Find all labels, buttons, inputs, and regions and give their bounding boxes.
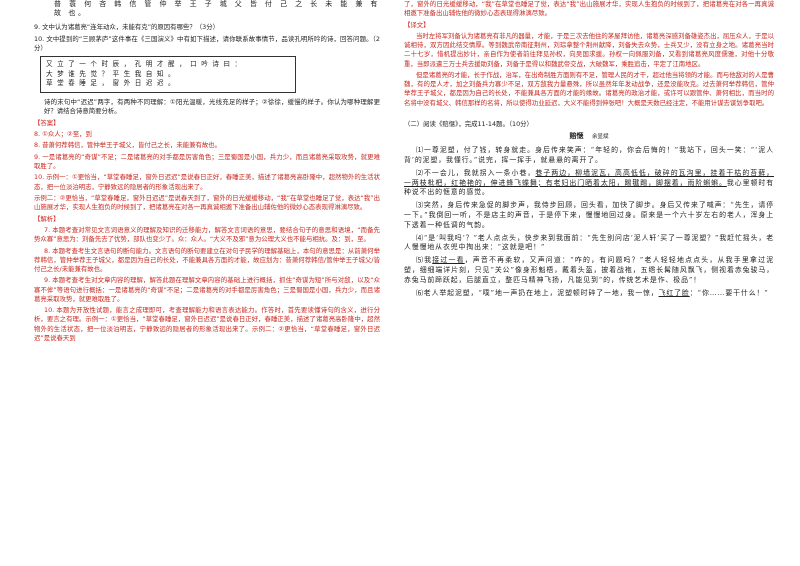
- analysis-7: 7. 本题考查对常见文言词语意义的理解及知识的迁移能力，解答文言词语的意思，要结…: [34, 225, 380, 244]
- story-author: 余显斌: [591, 134, 609, 141]
- paragraph-6-underlined: 飞红了脸: [658, 288, 690, 297]
- poem-line-2: 草 堂 春 睡 足 ， 窗 外 日 迟 迟 。: [46, 79, 176, 88]
- right-column: 了，窗外的日光缓缓移动，“我”在草堂也睡足了觉，表达“我”出山施展才华，实现人生…: [404, 0, 774, 301]
- answer-label: 【答案】: [34, 118, 60, 127]
- paragraph-2-underlined: 巷子两边，柳墙泥瓦，高高低低，破碎的瓦沟里，挂着干枯的苔藓，一两枝枇杷，红艳艳的…: [404, 168, 774, 187]
- story-title-block: 赔惬 余显斌: [404, 131, 774, 141]
- analysis-label: 【解析】: [34, 214, 60, 223]
- paragraph-2-end: 我心里顿时有种说不出的惬意的感觉。: [404, 178, 774, 197]
- answer-10-example-2: 示例二：②更恰当，“草堂春睡足，窗外日迟迟”是说春天到了，窗外的日光缓缓移动，“…: [34, 193, 380, 212]
- paragraph-6-start: ⑹老人举起泥塑，“噗”地一声扔在地上，泥塑顿时碎了一地，我一惊，: [416, 288, 659, 297]
- paragraph-3: ⑶突然，身后传来急促的脚步声，我侍步回顾，回头看，加快了脚步。身后又传来了喊声：…: [404, 201, 774, 229]
- classical-text-line: 普 蓑 何 吝 韩 信 管 仲 举 王 子 城 父 皆 付 己 之 长 未 能 …: [54, 0, 380, 18]
- translation-label: 【译文】: [404, 20, 430, 29]
- question-9: 9. 文中认为诸葛亮“连年动众，未能有克”的原因有哪些？（3分）: [34, 23, 219, 32]
- analysis-10-continued: 了，窗外的日光缓缓移动，“我”在草堂也睡足了觉，表达“我”出山施展才华，实现人生…: [404, 0, 774, 18]
- analysis-9: 9. 本题考查考生对文章内容的理解，解答此题在理解文章内容的基础上进行概括，抓住…: [34, 276, 380, 303]
- story-title: 赔惬: [569, 132, 584, 141]
- paragraph-5: ⑸我接过一看，声音不再柔软，又声问道：“咋的，有问题吗？”老人轻轻地点点头，从我…: [404, 256, 774, 285]
- paragraph-6: ⑹老人举起泥塑，“噗”地一声扔在地上，泥塑顿时碎了一地，我一惊，飞红了脸：“你……: [404, 289, 774, 299]
- poem-intro: 又 立 了 一 个 时 辰 ， 孔 明 才 醒 ， 口 吟 诗 曰 ：: [46, 60, 243, 69]
- translation-paragraph-2: 但是诸葛亮的才能，长于作战，治军，在出奇制胜方面则有不足，管理人民的才干，超过他…: [404, 70, 774, 107]
- question-10-prompt: 诗的末句中“迟迟”两字，有两种不同理解：①阳光温暖，光线充足的样子；②徐徐，缓慢…: [44, 97, 380, 116]
- answer-8: 8. 昔萧何荐韩信，管仲举王子城父，皆付己之长，未能兼有故也。: [34, 141, 222, 150]
- answer-9: 9. 一是诸葛亮的“奇谋”不足；二是诸葛亮的对手都是厉害角色；三是蜀国是小国，兵…: [34, 152, 380, 170]
- answer-7: 8. ①众人；②至，到: [34, 129, 92, 138]
- paragraph-5-end: ，声音不再柔软，又声问道：“咋的，有问题吗？”老人轻轻地点点头，从我手里拿过泥塑…: [404, 256, 774, 284]
- paragraph-2-start: ⑵不一会儿，我就拐入一条小巷，: [416, 168, 536, 177]
- poem-line-1: 大 梦 谁 先 觉 ？ 平 生 我 自 知 。: [46, 69, 176, 78]
- left-column: 普 蓑 何 吝 韩 信 管 仲 举 王 子 城 父 皆 付 己 之 长 未 能 …: [34, 0, 380, 345]
- question-10: 10. 文中提到的“三顾茅庐”这件事在《三国演义》中有如下描述，请你联系故事情节…: [34, 34, 380, 52]
- paragraph-5-underlined: 接过一看: [432, 256, 465, 265]
- paragraph-6-end: ：“你……要干什么！”: [689, 288, 769, 297]
- analysis-8: 8. 本题考查考生文言语句的断句能力。文言语句的断句要建立在对句子民学的理解基础…: [34, 246, 380, 273]
- paragraph-4: ⑷“是‘叫我吗’？”老人点点头，快步来到我面前：“先生别问店‘泥人轩’买了一尊泥…: [404, 233, 774, 252]
- paragraph-5-start: ⑸我: [416, 256, 433, 265]
- answer-10-example-1: 10. 示例一：①更恰当，“草堂春睡足，窗外日迟迟”是说春日正好，春睡正美，描述…: [34, 173, 380, 191]
- section-title: （二）阅读《赔惬》，完成11-14题。（10分）: [404, 119, 533, 128]
- analysis-10: 10. 本题为开放性试题，能言之成理即可，考查理解能力和语言表达能力。作答时，首…: [34, 306, 380, 342]
- paragraph-1: ⑴一尊泥塑，付了钱，转身就走。身后传来笑声：“年轻的，你会后悔的！”我站下，回头…: [404, 146, 774, 164]
- paragraph-2: ⑵不一会儿，我就拐入一条小巷，巷子两边，柳墙泥瓦，高高低低，破碎的瓦沟里，挂着干…: [404, 169, 774, 198]
- poem-box: 又 立 了 一 个 时 辰 ， 孔 明 才 醒 ， 口 吟 诗 曰 ： 大 梦 …: [40, 56, 296, 93]
- translation-paragraph-1: 当时左将军刘备认为诸葛亮有非凡的器量，才能，于是三次去他住的茅屋拜访他，诸葛亮深…: [404, 31, 774, 68]
